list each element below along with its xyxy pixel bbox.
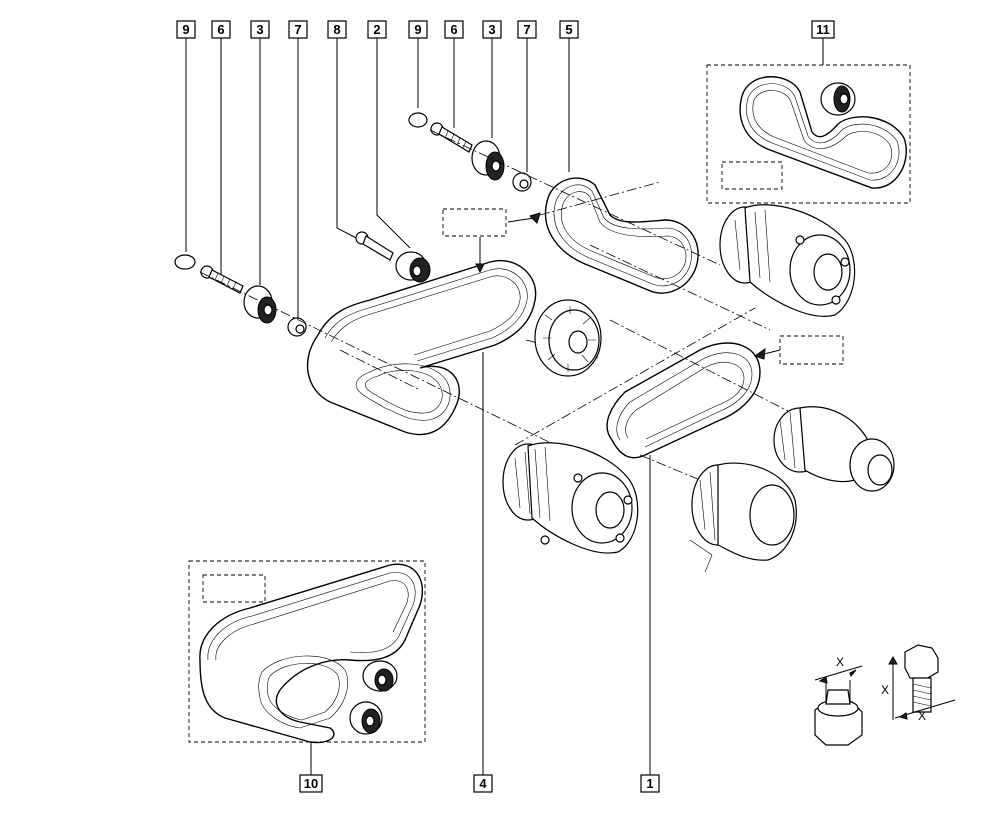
callout-8-text: 8	[333, 22, 340, 37]
belt-10	[199, 563, 424, 744]
crankshaft-pulley	[534, 299, 602, 377]
nut-dimension-label: X	[836, 655, 844, 669]
callout-9-mid: 9	[408, 20, 428, 108]
callout-2-text: 2	[373, 22, 380, 37]
tensioner-pulley-3-left	[243, 285, 277, 324]
belt-1	[606, 335, 844, 775]
callout-8: 8	[327, 20, 361, 241]
nut-dimension-detail: X	[814, 655, 863, 746]
callout-1-text: 1	[646, 776, 653, 791]
circlip-9-left	[174, 254, 196, 270]
belt-11	[739, 76, 907, 189]
power-steering-pump	[773, 406, 895, 492]
ac-compressor-upper	[719, 204, 856, 317]
callout-10-text: 10	[304, 776, 318, 791]
circlip-9-mid	[408, 112, 428, 128]
idler-pulley-10-upper	[362, 660, 398, 692]
idler-pulley-2	[395, 251, 431, 283]
callout-10: 10	[299, 774, 323, 793]
callout-3-left: 3	[250, 20, 270, 285]
callout-3-mid: 3	[482, 20, 502, 138]
callout-1: 1	[640, 774, 660, 793]
bolt-dimension-detail: X X	[881, 644, 956, 723]
detail-box-11	[706, 64, 911, 204]
bolt-6-left	[200, 265, 244, 294]
callout-7-left: 7	[288, 20, 308, 318]
callout-6-mid: 6	[444, 20, 464, 128]
belt-5	[507, 177, 699, 294]
callout-4-text: 4	[479, 776, 487, 791]
washer-7-left	[287, 317, 307, 337]
washer-7-mid	[512, 172, 532, 192]
tensioner-pulley-3-mid	[471, 140, 505, 181]
callout-5: 5	[559, 20, 579, 172]
callout-11: 11	[811, 20, 835, 65]
callout-2: 2	[367, 20, 411, 249]
detail-box-10	[188, 560, 426, 775]
callout-6-mid-text: 6	[450, 22, 457, 37]
callout-9-left-text: 9	[182, 22, 189, 37]
idler-pulley-11	[820, 82, 856, 116]
alignment-lines	[199, 129, 791, 481]
callout-9-left: 9	[176, 20, 196, 252]
reference-label-box-10	[202, 574, 266, 603]
callout-9-mid-text: 9	[414, 22, 421, 37]
ac-compressor-lower	[502, 442, 639, 554]
reference-label-box-11	[721, 161, 783, 190]
callout-3-left-text: 3	[256, 22, 263, 37]
callout-5-text: 5	[565, 22, 572, 37]
belt-4	[306, 208, 537, 775]
callout-4: 4	[473, 774, 493, 793]
callout-7-mid-text: 7	[523, 22, 530, 37]
reference-label-box-1	[779, 335, 844, 365]
idler-pulley-10-lower	[349, 701, 383, 735]
alternator	[689, 462, 797, 573]
callout-7-mid: 7	[517, 20, 537, 172]
callout-6-left-text: 6	[217, 22, 224, 37]
callout-6-left: 6	[211, 20, 231, 275]
callout-3-mid-text: 3	[488, 22, 495, 37]
bolt-length-label: X	[881, 683, 889, 697]
reference-label-box-4	[442, 208, 507, 237]
bolt-8	[355, 231, 394, 261]
bolt-6-mid	[430, 122, 473, 153]
callout-11-text: 11	[816, 22, 830, 37]
bolt-diameter-label: X	[918, 709, 926, 723]
callout-7-left-text: 7	[294, 22, 301, 37]
